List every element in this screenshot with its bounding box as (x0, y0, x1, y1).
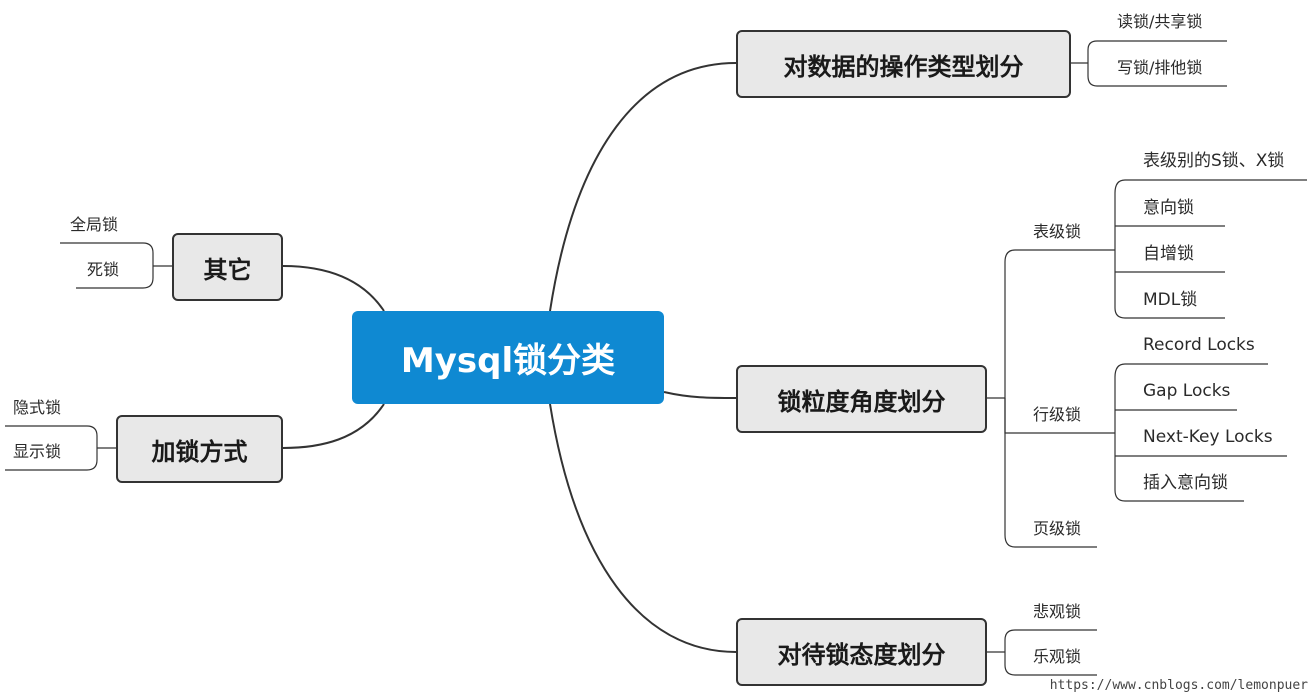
leaf-optimistic-lock[interactable]: 乐观锁 (1033, 647, 1082, 666)
leaf-table-s-x-lock[interactable]: 表级别的S锁、X锁 (1143, 151, 1285, 171)
leaf-auto-inc-lock[interactable]: 自增锁 (1143, 244, 1194, 264)
branch-lock-granularity[interactable]: 锁粒度角度划分 (736, 365, 987, 433)
leaf-global-lock[interactable]: 全局锁 (70, 215, 119, 234)
leaf-mdl-lock[interactable]: MDL锁 (1143, 290, 1198, 310)
leaf-record-locks[interactable]: Record Locks (1143, 335, 1255, 355)
leaf-insert-intention-lock[interactable]: 插入意向锁 (1143, 473, 1228, 493)
branch-lock-attitude[interactable]: 对待锁态度划分 (736, 618, 987, 686)
branch-locking-method[interactable]: 加锁方式 (116, 415, 283, 483)
branch-other[interactable]: 其它 (172, 233, 283, 301)
leaf-next-key-locks[interactable]: Next-Key Locks (1143, 427, 1273, 447)
leaf-intention-lock[interactable]: 意向锁 (1143, 198, 1194, 218)
leaf-explicit-lock[interactable]: 显示锁 (13, 442, 62, 461)
leaf-implicit-lock[interactable]: 隐式锁 (13, 398, 62, 417)
branch-data-operation-type[interactable]: 对数据的操作类型划分 (736, 30, 1071, 98)
node-page-level-lock[interactable]: 页级锁 (1033, 519, 1082, 538)
leaf-gap-locks[interactable]: Gap Locks (1143, 381, 1231, 401)
leaf-pessimistic-lock[interactable]: 悲观锁 (1033, 602, 1082, 621)
node-row-level-lock[interactable]: 行级锁 (1033, 405, 1082, 424)
watermark-url: https://www.cnblogs.com/lemonpuer (1049, 678, 1308, 693)
leaf-read-shared-lock[interactable]: 读锁/共享锁 (1117, 12, 1203, 31)
leaf-deadlock[interactable]: 死锁 (87, 260, 120, 279)
node-table-level-lock[interactable]: 表级锁 (1033, 222, 1082, 241)
central-topic[interactable]: Mysql锁分类 (352, 311, 664, 404)
leaf-write-exclusive-lock[interactable]: 写锁/排他锁 (1117, 58, 1203, 77)
